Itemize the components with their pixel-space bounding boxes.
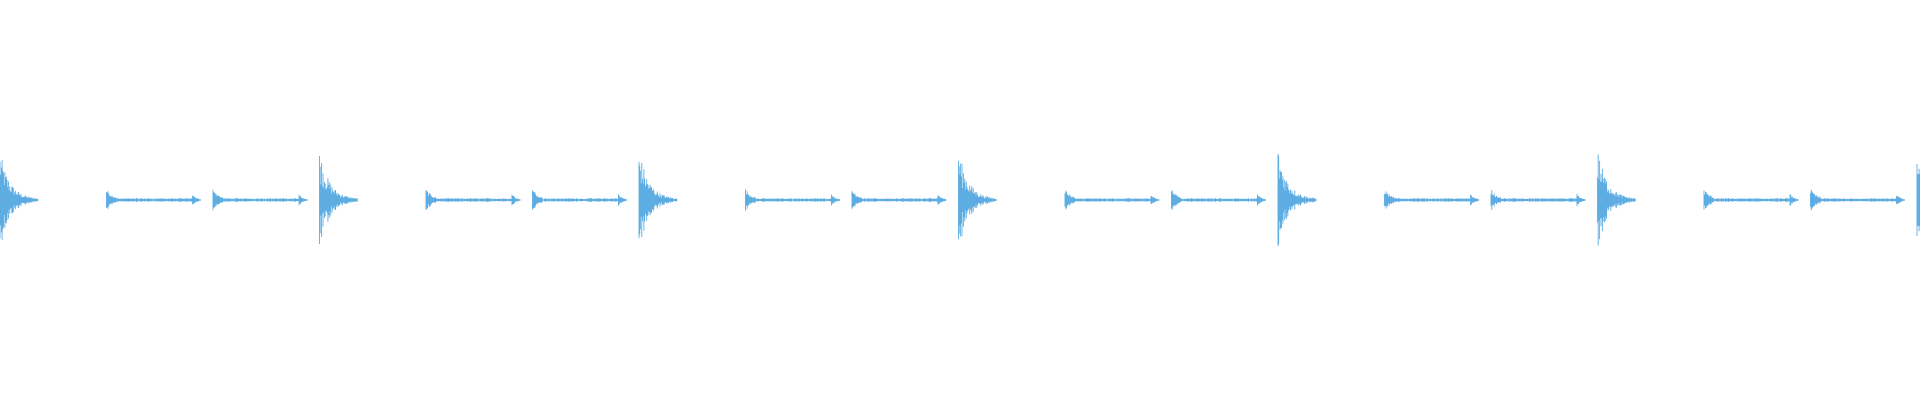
waveform-path [0,153,1920,247]
waveform-strokes [0,153,1920,247]
